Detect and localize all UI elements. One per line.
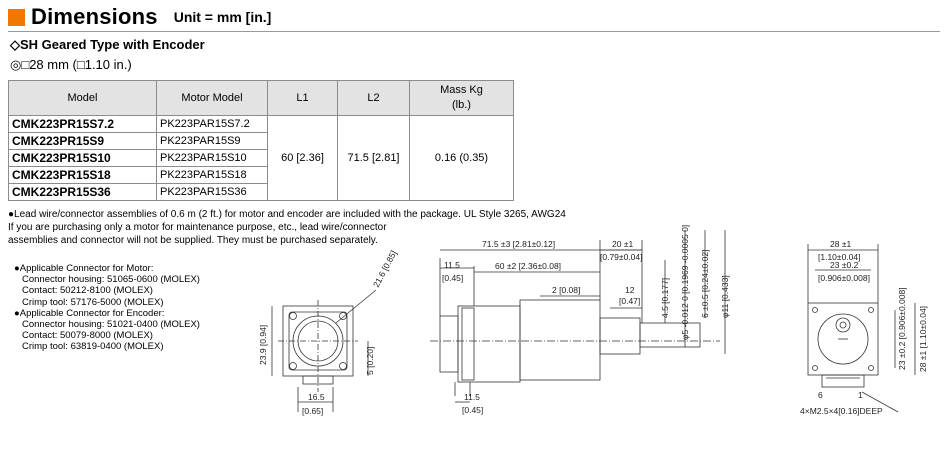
model-cell: CMK223PR15S7.2	[8, 115, 157, 133]
frame-size: ◎□28 mm (□1.10 in.)	[10, 57, 132, 72]
rear-pin6-label: 6	[818, 390, 823, 400]
motor-connector-item: Crimp tool: 57176-5000 (MOLEX)	[22, 296, 164, 308]
orange-square-icon	[8, 8, 25, 26]
table-row: CMK223PR15S36 PK223PAR15S36	[8, 183, 514, 201]
motor-connector-item: Contact: 50212-8100 (MOLEX)	[22, 285, 153, 297]
product-subtitle: ◇SH Geared Type with Encoder	[10, 37, 205, 52]
model-cell: CMK223PR15S10	[8, 149, 157, 167]
note-line: ●Lead wire/connector assemblies of 0.6 m…	[8, 209, 566, 220]
model-cell: CMK223PR15S36	[8, 183, 157, 201]
rear-holes-label: 4×M2.5×4[0.16]DEEP	[800, 406, 883, 416]
motor-model-cell: PK223PAR15S7.2	[156, 115, 268, 133]
side-pilot-label: 2 [0.08]	[552, 285, 580, 295]
front-width-label: 16.5	[308, 392, 325, 402]
col-header-l1: L1	[267, 80, 338, 116]
spec-table: Model Motor Model L1 L2 Mass Kg (lb.) CM…	[8, 80, 514, 201]
encoder-connector-item: Contact: 50079-8000 (MOLEX)	[22, 330, 153, 342]
motor-model-cell: PK223PAR15S36	[156, 183, 268, 201]
col-header-mass: Mass Kg (lb.)	[409, 80, 514, 116]
encoder-connector-item: Crimp tool: 63819-0400 (MOLEX)	[22, 341, 164, 353]
motor-connector-title: ●Applicable Connector for Motor:	[14, 263, 154, 274]
side-shaft-length-label: 20 ±1	[612, 239, 633, 249]
front-offset-label: 5 [0.20]	[365, 347, 375, 375]
unit-label: Unit = mm [in.]	[173, 9, 272, 25]
side-bottom-inch-label: [0.45]	[462, 405, 483, 415]
side-boss-diameter-label: φ11 [0.433]	[720, 275, 730, 318]
side-shaft-length-inch-label: [0.79±0.04]	[600, 252, 642, 262]
side-view	[430, 230, 726, 403]
rear-pitch-inch-label: [0.906±0.008]	[818, 273, 870, 283]
motor-connector-item: Connector housing: 51065-0600 (MOLEX)	[22, 274, 200, 286]
front-height-label: 23.9 [0.94]	[258, 325, 268, 365]
side-shaft-offset-label: 6 ±0.5 [0.24±0.02]	[700, 250, 710, 318]
table-row: CMK223PR15S10 PK223PAR15S10	[8, 149, 514, 167]
rear-height-label: 28 ±1 [1.10±0.04]	[918, 306, 928, 372]
section-header: Dimensions Unit = mm [in.]	[8, 4, 271, 30]
side-flange-inch-label: [0.45]	[442, 273, 463, 283]
motor-model-cell: PK223PAR15S10	[156, 149, 268, 167]
front-diag-label: 21.6 [0.85]	[371, 249, 399, 289]
encoder-connector-title: ●Applicable Connector for Encoder:	[14, 307, 165, 319]
side-flange-label: 11.5	[444, 260, 460, 270]
side-total-length-label: 71.5 ±3 [2.81±0.12]	[482, 239, 555, 249]
motor-model-cell: PK223PAR15S9	[156, 132, 268, 150]
encoder-connector-item: Connector housing: 51021-0400 (MOLEX)	[22, 319, 200, 331]
table-row: CMK223PR15S18 PK223PAR15S18	[8, 166, 514, 184]
page-title: Dimensions	[31, 4, 158, 29]
side-bottom-label: 11.5	[464, 392, 480, 402]
rear-view	[807, 244, 916, 413]
rear-width-inch-label: [1.10±0.04]	[818, 252, 860, 262]
side-key-length-label: 12	[625, 285, 635, 295]
rear-width-label: 28 ±1	[830, 239, 851, 249]
rear-pitch-label: 23 ±0.2	[830, 260, 859, 270]
rear-height-pitch-label: 23 ±0.2 [0.906±0.008]	[897, 287, 907, 370]
mass-cell: 0.16 (0.35)	[409, 115, 514, 201]
side-flat-label: 4.5 [0.177]	[660, 278, 670, 318]
table-row: CMK223PR15S7.2 PK223PAR15S7.2 60 [2.36] …	[8, 115, 514, 201]
side-shaft-diameter-label: φ5 -0.012 0 [0.1969 -0.0005 0]	[680, 225, 690, 340]
mass-header-text: Mass Kg (lb.)	[440, 84, 483, 111]
table-row: CMK223PR15S9 PK223PAR15S9	[8, 132, 514, 150]
rear-pin1-label: 1	[858, 390, 863, 400]
front-view	[271, 289, 377, 412]
l1-cell: 60 [2.36]	[267, 115, 338, 201]
connector-info: ●Applicable Connector for Motor: Connect…	[14, 263, 200, 353]
side-key-length-inch-label: [0.47]	[619, 296, 640, 306]
header-rule	[8, 31, 940, 32]
side-motor-length-label: 60 ±2 [2.36±0.08]	[495, 261, 561, 271]
note-line: assemblies and connector will not be sup…	[8, 235, 378, 246]
front-width-inch-label: [0.65]	[302, 406, 323, 416]
note-line: If you are purchasing only a motor for m…	[8, 222, 387, 233]
